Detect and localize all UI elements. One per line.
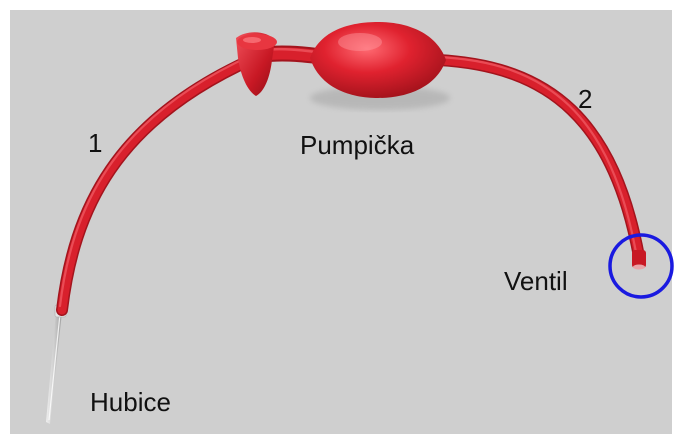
valve-end	[632, 250, 646, 270]
label-nozzle: Hubice	[90, 389, 171, 415]
label-part-1: 1	[88, 130, 102, 156]
label-pump: Pumpička	[300, 132, 414, 158]
label-valve: Ventil	[504, 268, 568, 294]
label-part-2: 2	[578, 86, 592, 112]
